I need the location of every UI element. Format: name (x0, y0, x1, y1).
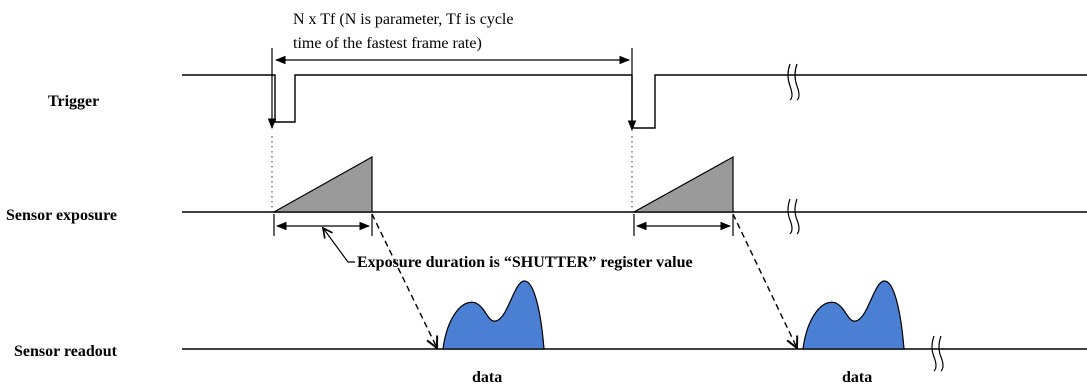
exposure-ramp-1 (271, 155, 373, 213)
sensor-readout-label: Sensor readout (14, 343, 118, 360)
exposure-duration-dimension-1 (273, 214, 373, 236)
exposure-duration-dimension-2 (633, 214, 734, 236)
readout-data-blob-2 (802, 280, 905, 350)
exposure-note-leader (323, 228, 355, 263)
period-note-line2: time of the fastest frame rate) (293, 35, 482, 52)
trigger-break-mark (787, 63, 800, 101)
readout-arrow-1 (371, 213, 437, 348)
period-note-line1: N x Tf (N is parameter, Tf is cycle (293, 11, 513, 28)
readout-data-blob-1 (442, 280, 545, 350)
data-label-1: data (472, 369, 502, 385)
trigger-pulse-1 (182, 74, 632, 123)
readout-break-mark (931, 335, 944, 372)
trigger-label: Trigger (48, 93, 99, 110)
exposure-note: Exposure duration is “SHUTTER” register … (357, 254, 693, 271)
trigger-pulse-2 (631, 74, 1087, 129)
exposure-break-mark (787, 198, 800, 235)
exposure-ramp-2 (631, 155, 734, 213)
readout-arrow-2 (732, 213, 797, 348)
trigger-waveform (182, 74, 1087, 129)
sensor-exposure-label: Sensor exposure (6, 207, 117, 224)
data-label-2: data (842, 369, 872, 385)
